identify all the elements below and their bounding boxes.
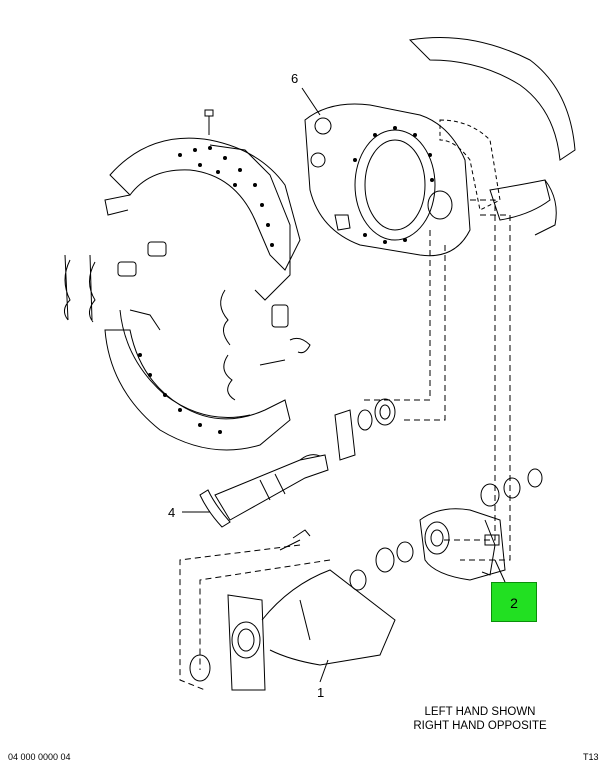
slack-adjuster (419, 508, 506, 581)
orientation-note: LEFT HAND SHOWN RIGHT HAND OPPOSITE (380, 705, 580, 733)
footer-left: 04 000 0000 04 (8, 752, 71, 762)
cam-washers (334, 398, 396, 461)
note-line-1: LEFT HAND SHOWN (424, 706, 536, 718)
brake-shoe-lower (104, 309, 291, 451)
snap-ring (189, 654, 211, 682)
callout-1: 1 (317, 685, 325, 700)
callout-4: 4 (168, 505, 176, 520)
leader-2 (494, 559, 506, 583)
brake-shoe-upper (104, 137, 301, 301)
adjuster-washers (349, 468, 543, 591)
spider-housing (304, 103, 471, 257)
note-line-2: RIGHT HAND OPPOSITE (413, 720, 547, 732)
leader-1 (319, 659, 329, 683)
rollers (117, 241, 311, 366)
footer-right: T13 (583, 752, 599, 762)
leader-6 (301, 87, 321, 116)
phantom-lines (179, 199, 511, 691)
callout-2: 2 (510, 595, 518, 611)
bolt-top (204, 109, 214, 135)
springs (64, 254, 236, 401)
highlight-callout-2[interactable]: 2 (491, 582, 537, 622)
mounting-bracket (227, 529, 396, 691)
dust-shield (408, 37, 576, 236)
callout-6: 6 (291, 71, 299, 86)
camshaft (199, 454, 329, 528)
